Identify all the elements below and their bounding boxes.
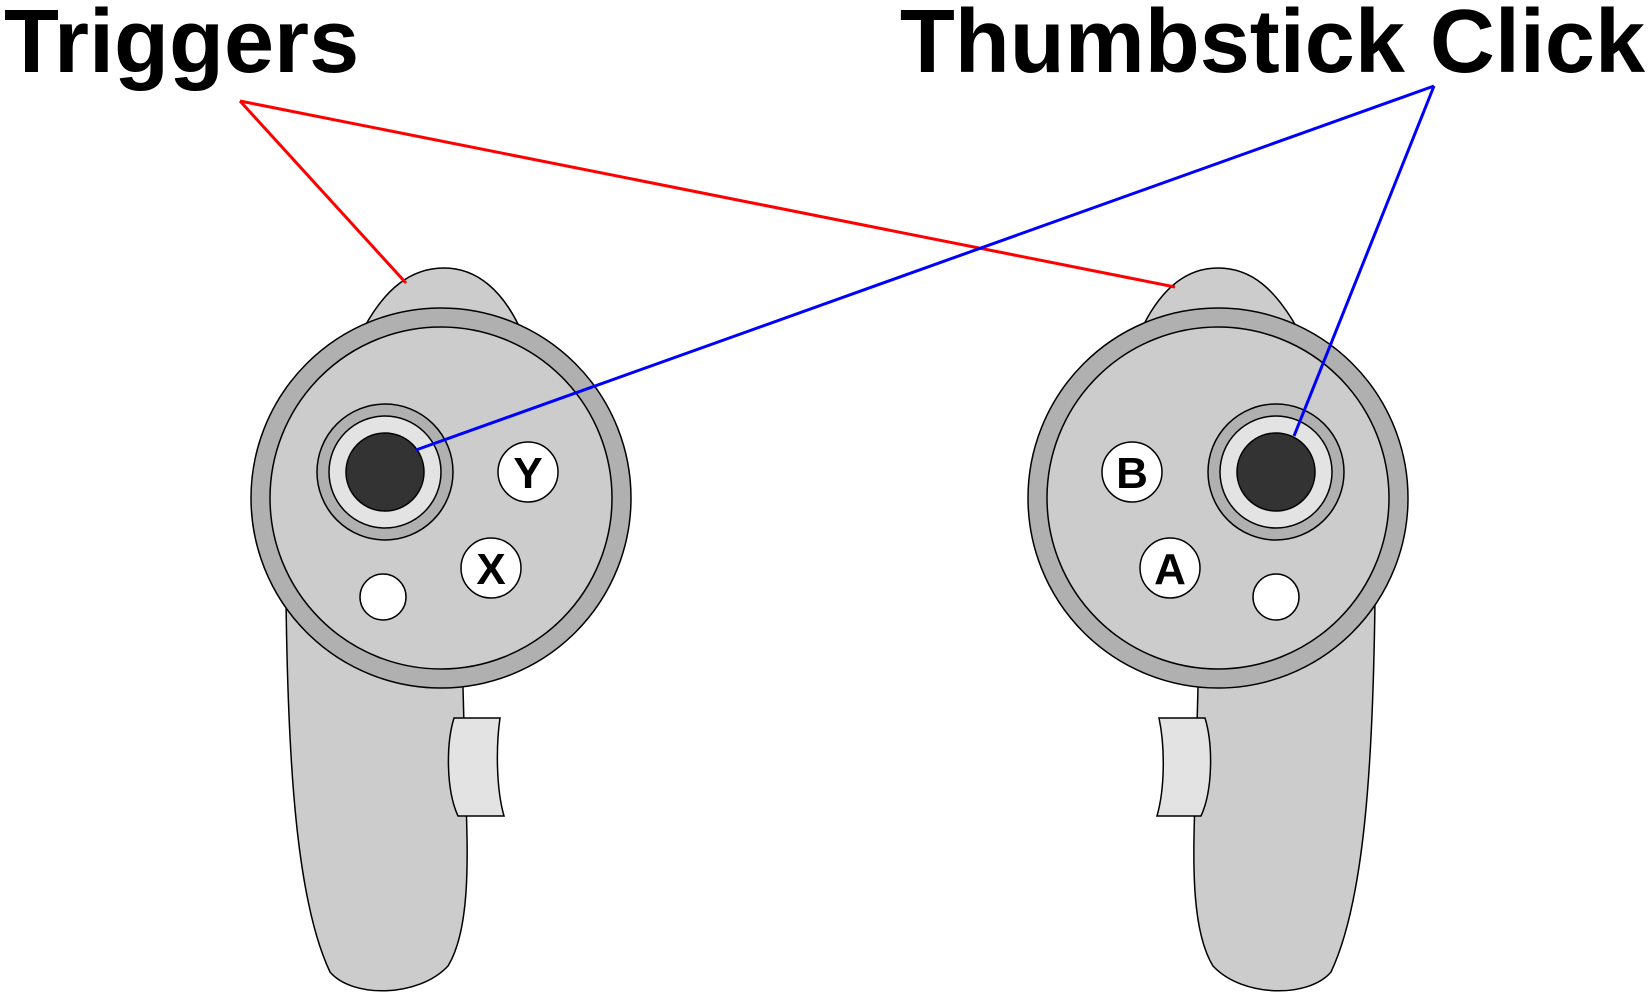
- oculus-button[interactable]: [1253, 574, 1299, 620]
- right-thumbstick-cap[interactable]: [1237, 433, 1315, 511]
- y-button-label: Y: [513, 449, 542, 498]
- menu-button[interactable]: [360, 574, 406, 620]
- a-button-label: A: [1154, 545, 1186, 594]
- x-button-label: X: [476, 545, 505, 594]
- left-thumbstick[interactable]: [317, 404, 453, 540]
- right-grip-button: [1157, 718, 1211, 816]
- right-thumbstick[interactable]: [1208, 404, 1344, 540]
- y-button[interactable]: Y: [498, 442, 558, 502]
- triggers-line-right: [240, 101, 1175, 287]
- left-grip-button: [448, 718, 504, 816]
- left-thumbstick-cap[interactable]: [346, 433, 424, 511]
- thumbstick-click-label: Thumbstick Click: [900, 0, 1646, 92]
- triggers-label: Triggers: [4, 0, 359, 92]
- a-button[interactable]: A: [1140, 538, 1200, 598]
- right-controller: B A: [1028, 268, 1408, 991]
- left-controller: Y X: [251, 268, 631, 991]
- b-button[interactable]: B: [1102, 442, 1162, 502]
- triggers-callout-lines: [240, 101, 1175, 287]
- x-button[interactable]: X: [461, 538, 521, 598]
- b-button-label: B: [1116, 449, 1148, 498]
